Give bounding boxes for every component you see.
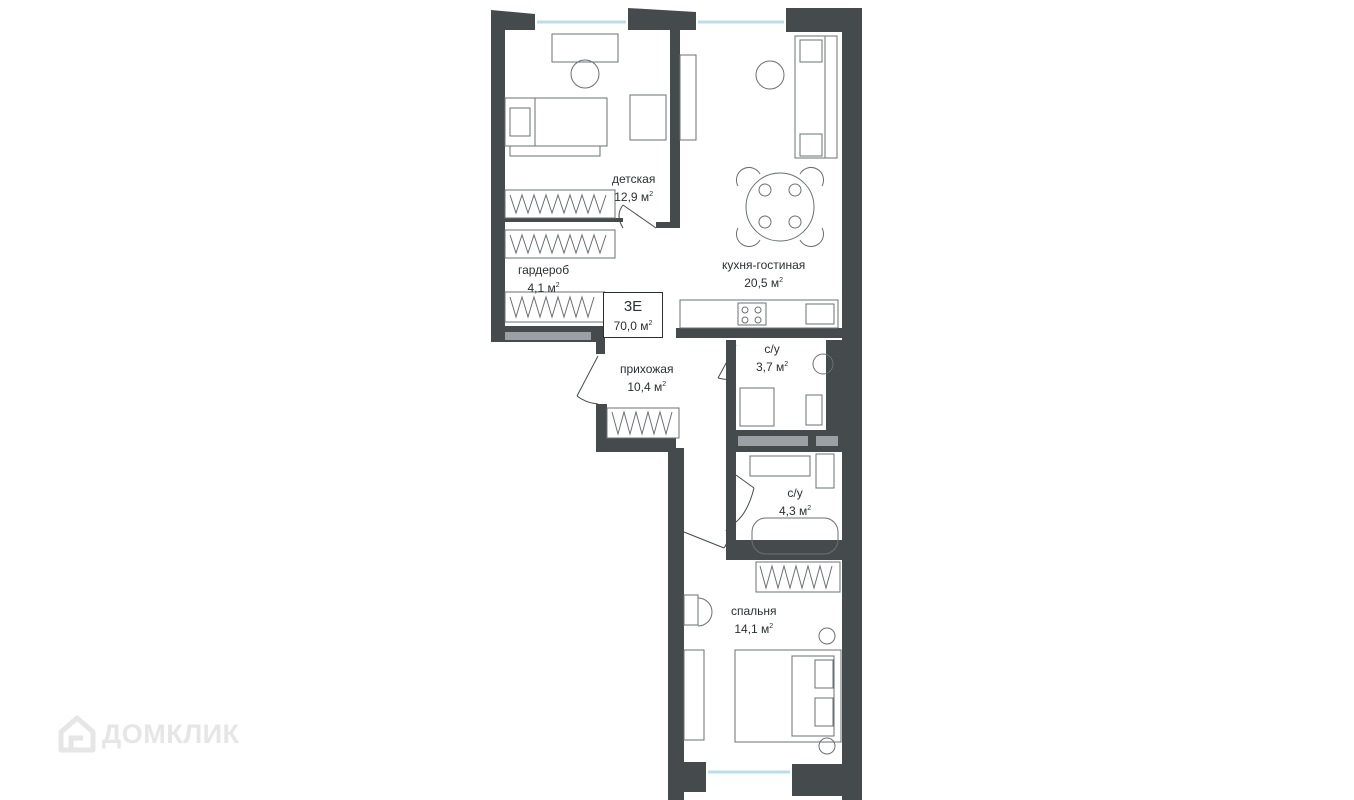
bath-partition [738,436,808,446]
room-bath2: с/у 4,3 м2 [779,486,811,519]
room-name: с/у [764,342,780,356]
furniture [504,33,842,755]
room-area: 12,9 м2 [614,190,654,204]
room-name: детская [612,172,656,186]
room-area: 4,1 м2 [527,281,560,295]
apartment-type: 3E [623,298,643,315]
room-area: 14,1 м2 [734,622,774,636]
room-bedroom: спальня 14,1 м2 [731,604,777,637]
room-hall: прихожая 10,4 м2 [620,362,673,395]
room-detskaya: детская 12,9 м2 [612,172,655,205]
wardrobe-bar [505,332,591,340]
doors [576,204,755,549]
room-name: кухня-гостиная [722,258,806,272]
apartment-type-box: 3E 70,0 м2 [603,292,663,338]
room-bath1: с/у 3,7 м2 [756,342,788,375]
room-kitchen: кухня-гостиная 20,5 м2 [722,258,805,291]
room-garderob: гардероб 4,1 м2 [518,263,569,296]
domclick-watermark: ДОМКЛИК [58,714,240,754]
room-area: 10,4 м2 [627,380,667,394]
watermark-text: ДОМКЛИК [102,718,240,749]
room-name: с/у [787,486,803,500]
wardrobes [504,189,841,593]
room-name: прихожая [620,362,674,376]
windows [537,20,790,774]
room-area: 4,3 м2 [779,504,812,518]
house-logo-icon [58,715,96,753]
bath-partition-2 [816,436,838,446]
room-area: 20,5 м2 [744,276,784,290]
room-name: гардероб [518,263,570,277]
room-name: спальня [731,604,777,618]
total-area: 70,0 м2 [613,319,653,333]
room-area: 3,7 м2 [756,360,789,374]
outer-walls [491,8,862,800]
